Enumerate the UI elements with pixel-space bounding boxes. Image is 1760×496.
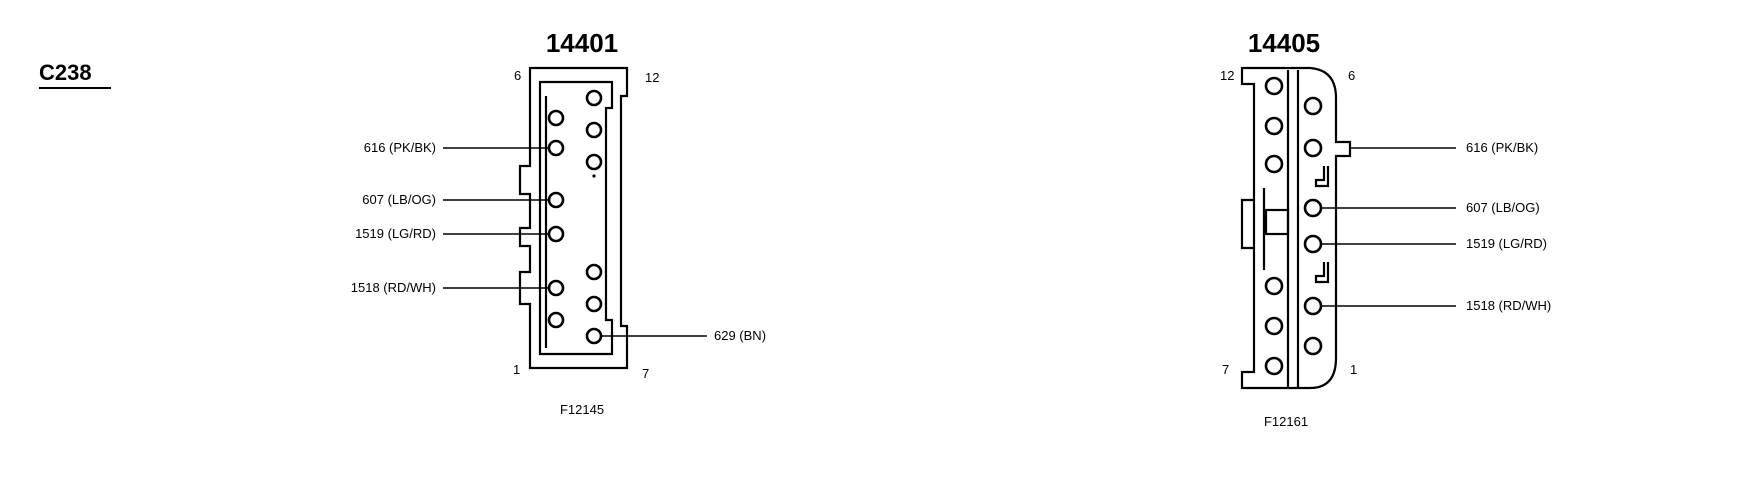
pin-circle [1264,316,1284,336]
pin-circle [585,121,603,139]
pin-circle [547,191,565,209]
pin-dot [592,174,596,178]
corner-label: 7 [1222,362,1229,377]
corner-label: 1 [1350,362,1357,377]
wire-label: 1519 (LG/RD) [355,226,436,241]
housing-notch [1314,262,1330,284]
pin-circle [1303,96,1323,116]
pin-circle [585,263,603,281]
pin-circle [1303,138,1323,158]
part-number: 14401 [546,28,618,58]
pin-circle [585,153,603,171]
part-number: 14405 [1248,28,1320,58]
connector-view-14401: 14401 6 12 1 7 616 (PK/BK) 607 [351,28,766,417]
pin-circle [1303,336,1323,356]
figure-id: F12161 [1264,414,1308,429]
pin-circle [547,139,565,157]
pin-circle [547,109,565,127]
pin-circle [1264,276,1284,296]
wire-label: 607 (LB/OG) [1466,200,1540,215]
pin-circle [1303,296,1323,316]
corner-label: 12 [1220,68,1234,83]
wire-label: 607 (LB/OG) [362,192,436,207]
housing-outline [1240,66,1352,390]
housing-notch [1314,166,1330,188]
corner-label: 7 [642,366,649,381]
pin-circle [547,311,565,329]
corner-label: 1 [513,362,520,377]
pin-circle [547,225,565,243]
pin-circle [585,327,603,345]
wire-label: 629 (BN) [714,328,766,343]
housing-outline [518,66,629,370]
corner-label: 6 [514,68,521,83]
pin-circle [547,279,565,297]
connector-id: C238 [39,60,92,85]
housing-latch [1240,198,1254,250]
pin-circle [1303,234,1323,254]
wire-label: 616 (PK/BK) [1466,140,1538,155]
connector-view-14405: 14405 12 6 7 1 [1220,28,1551,429]
housing-inner [538,80,614,356]
pin-circle [1303,198,1323,218]
corner-label: 6 [1348,68,1355,83]
pin-circle [1264,116,1284,136]
pin-circle [1264,76,1284,96]
wire-label: 616 (PK/BK) [364,140,436,155]
housing-latch [1264,208,1290,236]
wire-label: 1519 (LG/RD) [1466,236,1547,251]
figure-id: F12145 [560,402,604,417]
wire-label: 1518 (RD/WH) [351,280,436,295]
corner-label: 12 [645,70,659,85]
pin-circle [1264,356,1284,376]
pin-circle [1264,154,1284,174]
wire-label: 1518 (RD/WH) [1466,298,1551,313]
pin-circle [585,89,603,107]
pin-circle [585,295,603,313]
